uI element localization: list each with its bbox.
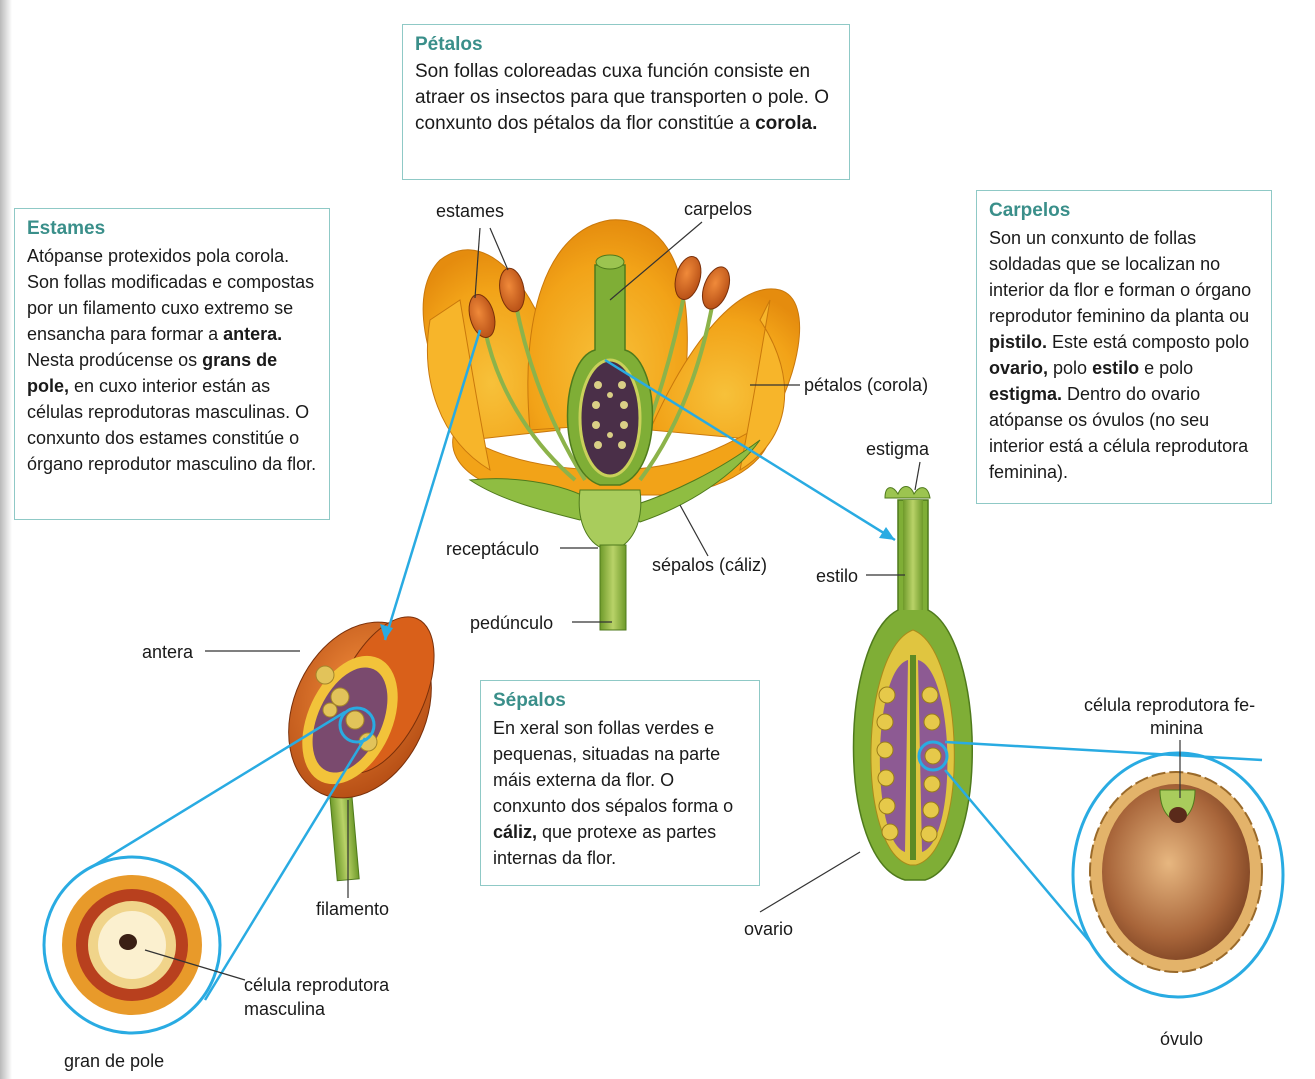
label-estigma: estigma: [866, 438, 929, 460]
pistil-detail: [853, 487, 972, 881]
carpelos-bold-pistilo: pistilo.: [989, 332, 1047, 352]
carpelos-text-3: polo: [1048, 358, 1092, 378]
carpelos-bold-estilo: estilo: [1092, 358, 1139, 378]
sepalos-info-box: Sépalos En xeral son follas verdes e peq…: [480, 680, 760, 886]
carpelos-text-1: Son un conxunto de follas soldadas que s…: [989, 228, 1251, 326]
estames-info-box: Estames Atópanse protexidos pola corola.…: [14, 208, 330, 520]
petalos-bold-corola: corola.: [755, 113, 817, 134]
label-carpelos: carpelos: [684, 198, 752, 220]
estames-title: Estames: [27, 217, 317, 241]
label-celula-feminina-line2: minina: [1150, 717, 1203, 739]
label-filamento: filamento: [316, 898, 389, 920]
label-receptaculo: receptáculo: [446, 538, 539, 560]
label-ovario: ovario: [744, 918, 793, 940]
label-celula-masculina-line2: masculina: [244, 998, 325, 1020]
carpelos-text-2: Este está composto polo: [1047, 332, 1249, 352]
carpelos-text-4: e polo: [1139, 358, 1193, 378]
label-antera: antera: [142, 641, 193, 663]
estames-bold-antera: antera.: [223, 324, 282, 344]
label-ovulo: óvulo: [1160, 1028, 1203, 1050]
label-estilo: estilo: [816, 565, 858, 587]
sepalos-bold-caliz: cáliz,: [493, 822, 537, 842]
carpelos-info-box: Carpelos Son un conxunto de follas solda…: [976, 190, 1272, 504]
petalos-info-box: Pétalos Son follas coloreadas cuxa funci…: [402, 24, 850, 180]
carpelos-bold-estigma: estigma.: [989, 384, 1062, 404]
ovule: [1073, 753, 1283, 997]
sepalos-text-1: En xeral son follas verdes e pequenas, s…: [493, 718, 733, 816]
label-estames: estames: [436, 200, 504, 222]
estames-text-2: Nesta prodúcense os: [27, 350, 202, 370]
petalos-title: Pétalos: [415, 33, 837, 57]
label-celula-feminina-line1: célula reprodutora fe-: [1084, 694, 1255, 716]
carpelos-title: Carpelos: [989, 199, 1259, 223]
label-celula-masculina-line1: célula reprodutora: [244, 974, 389, 996]
carpelos-bold-ovario: ovario,: [989, 358, 1048, 378]
label-pedunculo: pedúnculo: [470, 612, 553, 634]
label-petalos-corola: pétalos (corola): [804, 374, 928, 396]
anther-detail: [261, 599, 458, 881]
pollen-grain: [44, 857, 220, 1033]
label-sepalos-caliz: sépalos (cáliz): [652, 554, 767, 576]
sepalos-title: Sépalos: [493, 689, 747, 713]
label-gran-de-pole: gran de pole: [64, 1050, 164, 1072]
estames-text-3: en cuxo interior están as células reprod…: [27, 376, 316, 474]
